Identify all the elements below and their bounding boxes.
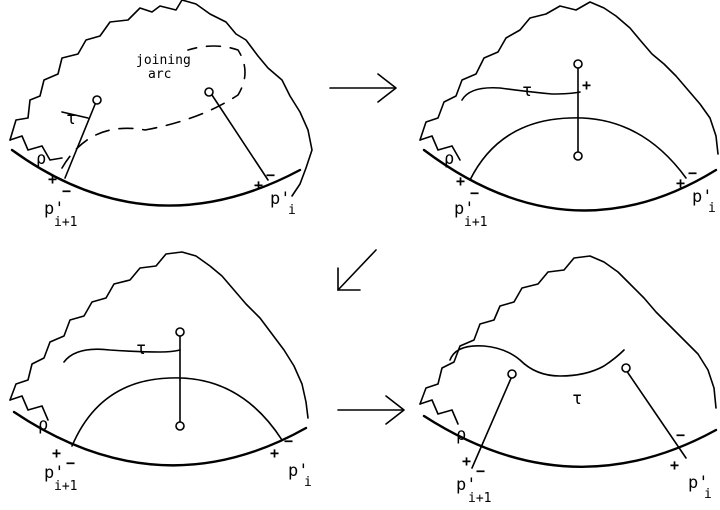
node-left	[507, 369, 517, 379]
p-i-label: p'	[270, 189, 290, 209]
node-upper	[573, 59, 583, 69]
arc-label: arc	[148, 67, 171, 82]
plus-right: +	[254, 176, 263, 194]
p-i-label: p'	[692, 187, 712, 207]
p-i1-label: p'	[456, 475, 476, 495]
arrow-right-bottom	[337, 395, 405, 425]
p-i1-sub: i+1	[468, 491, 491, 506]
tau-curve	[449, 344, 625, 377]
p-i-sub: i	[704, 487, 712, 502]
node-right	[204, 87, 214, 97]
minus-right: −	[676, 426, 685, 444]
ruler-notches	[9, 395, 49, 421]
plus-left: +	[52, 444, 61, 462]
boundary-rough	[9, 251, 309, 419]
minus-left: −	[476, 462, 485, 480]
node-lower	[573, 151, 583, 161]
p-i-sub: i	[288, 203, 296, 218]
ruler-notches	[9, 135, 63, 161]
p-i-sub: i	[304, 475, 312, 490]
p-i1-label: p'	[44, 463, 64, 483]
minus-right: −	[266, 166, 275, 184]
rho-label: ρ	[456, 425, 466, 445]
rho-label: ρ	[444, 149, 454, 169]
minus-right: −	[284, 432, 293, 450]
rho-label: ρ	[38, 415, 48, 435]
tau-curve	[63, 348, 181, 363]
left-edge	[471, 375, 513, 469]
plus-right: +	[270, 444, 279, 462]
p-i-sub: i	[708, 201, 716, 216]
node-right	[621, 363, 631, 373]
tau-label: τ	[522, 81, 532, 101]
tau-label: τ	[572, 389, 582, 409]
panel-top-right: τ + ρ + − + − p' i+1 p' i	[419, 1, 719, 230]
arrow-down-left	[337, 249, 377, 291]
rho-label: ρ	[36, 149, 46, 169]
inner-arc	[71, 377, 283, 447]
boundary-rough	[419, 255, 717, 409]
node-left	[92, 95, 102, 105]
minus-left: −	[66, 454, 75, 472]
joining-arc	[61, 45, 246, 169]
plus-left: +	[456, 172, 465, 190]
p-i1-sub: i+1	[464, 215, 487, 230]
node-lower	[175, 421, 185, 431]
panel-bottom-right: τ ρ + − + − p' i+1 p' i	[419, 255, 718, 506]
plus-left: +	[462, 452, 471, 470]
outer-arc	[12, 410, 308, 467]
tau-label: τ	[136, 339, 146, 359]
boundary-rough	[9, 0, 313, 197]
joining-label: joining	[136, 53, 191, 68]
panel-top-left: τ ρ joining arc + − + − p' i+1 p' i	[9, 0, 313, 230]
p-i1-label: p'	[44, 199, 64, 219]
rho-edge	[64, 101, 97, 179]
plus-right: +	[670, 456, 679, 474]
tau-tick	[61, 111, 89, 119]
outer-arc	[10, 148, 302, 207]
minus-left: −	[62, 182, 71, 200]
p-i-label: p'	[288, 461, 308, 481]
minus-left: −	[470, 184, 479, 202]
tau-curve	[461, 86, 581, 101]
inner-arc	[469, 117, 687, 181]
minus-right: −	[688, 164, 697, 182]
p-i1-sub: i+1	[54, 215, 77, 230]
arrow-right-top	[329, 73, 397, 103]
p-i-label: p'	[688, 473, 708, 493]
p-i1-label: p'	[454, 199, 474, 219]
ruler-notches	[419, 399, 459, 425]
plus-upper: +	[582, 76, 591, 94]
p-i1-sub: i+1	[54, 479, 77, 494]
outer-arc	[422, 414, 718, 468]
node-upper	[175, 327, 185, 337]
right-edge	[625, 369, 687, 459]
outer-arc	[422, 148, 718, 212]
boundary-rough	[419, 1, 719, 155]
plus-right: +	[676, 174, 685, 192]
panel-bottom-left: τ ρ + − + − p' i+1 p' i	[9, 251, 312, 494]
ruler-notches	[419, 135, 461, 161]
plus-left: +	[48, 170, 57, 188]
tau-label: τ	[66, 109, 76, 129]
right-edge	[209, 91, 269, 181]
